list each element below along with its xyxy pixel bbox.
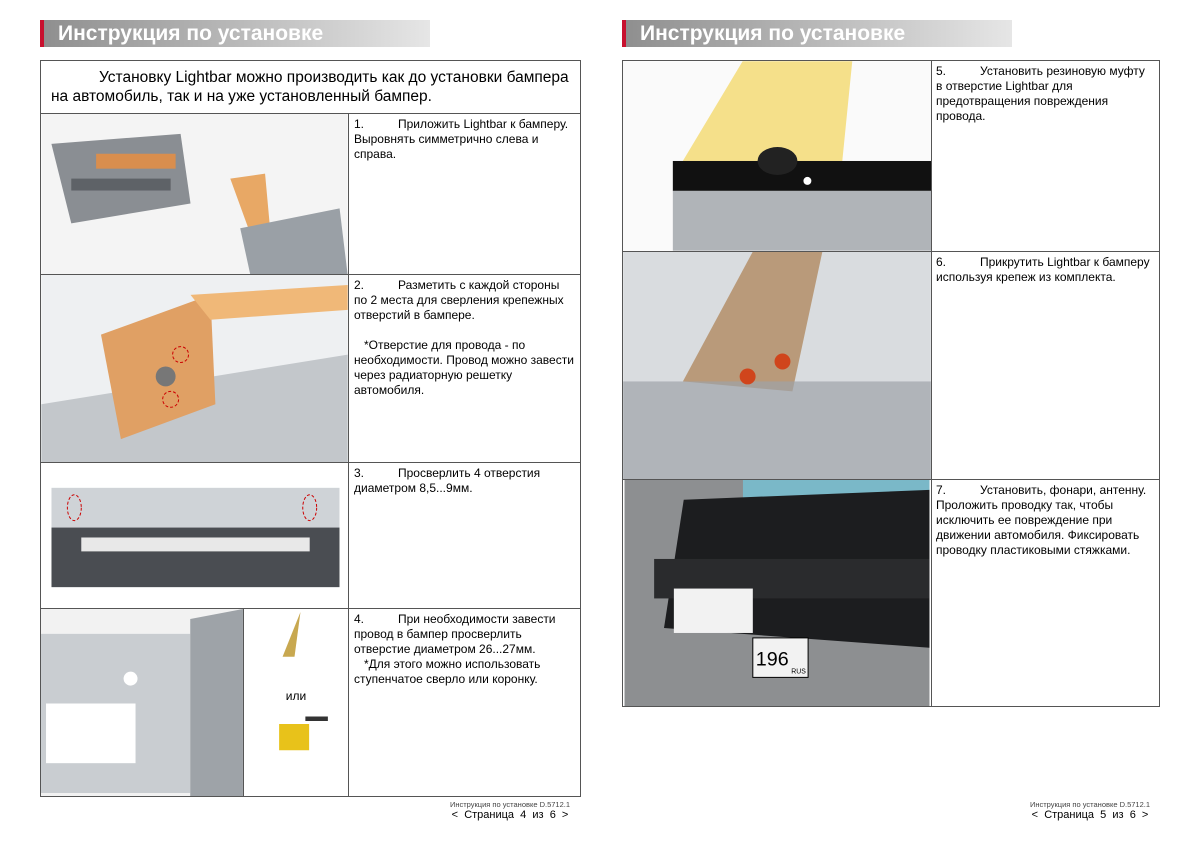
step-text: При необходимости завести провод в бампе…	[354, 612, 556, 656]
page-4-footer: Инструкция по установке D.5712.1 < Стран…	[440, 800, 580, 821]
document-code: Инструкция по установке D.5712.1	[1029, 800, 1151, 809]
rubber-grommet-image	[623, 61, 932, 251]
step-text: Просверлить 4 отверстия диаметром 8,5...…	[354, 466, 541, 495]
or-label: или	[285, 689, 307, 703]
step-note: *Отверстие для провода - по необходимост…	[354, 338, 574, 397]
step-row: 1.Приложить Lightbar к бамперу. Выровнят…	[41, 113, 580, 274]
step-text: Установить резиновую муфту в отверстие L…	[936, 64, 1145, 123]
step-row: или 4.При необходимости завести провод в…	[41, 608, 580, 796]
drilling-holes-image	[41, 463, 349, 608]
bolting-lightbar-image	[623, 252, 932, 479]
intro-text: Установку Lightbar можно производить как…	[51, 69, 569, 105]
step-number: 2.	[354, 278, 365, 292]
bumper-lightbar-image	[41, 114, 349, 274]
document-code: Инструкция по установке D.5712.1	[449, 800, 571, 809]
step-text: Установить, фонари, антенну. Проложить п…	[936, 483, 1147, 557]
step-row: 3.Просверлить 4 отверстия диаметром 8,5.…	[41, 462, 580, 608]
wire-hole-image	[41, 609, 244, 796]
page-5-footer: Инструкция по установке D.5712.1 < Стран…	[1020, 800, 1160, 821]
step-row: 6.Прикрутить Lightbar к бамперу использу…	[623, 251, 1159, 479]
drill-tools-image: или	[244, 609, 349, 796]
license-plate-region: RUS	[791, 668, 806, 675]
page-number: < Страница 4 из 6 >	[451, 809, 569, 821]
step-number: 4.	[354, 612, 365, 626]
page-5-instruction-table: 5.Установить резиновую муфту в отверстие…	[622, 60, 1160, 707]
step-row: 5.Установить резиновую муфту в отверстие…	[623, 61, 1159, 251]
step-note: *Для этого можно использовать ступенчато…	[354, 657, 541, 686]
page-5-header: Инструкция по установке	[622, 20, 1012, 47]
step-text: Приложить Lightbar к бамперу. Выровнять …	[354, 117, 569, 161]
step-text: Прикрутить Lightbar к бамперу используя …	[936, 255, 1150, 284]
page-4-header: Инструкция по установке	[40, 20, 430, 47]
page-number: < Страница 5 из 6 >	[1031, 809, 1149, 821]
step-number: 7.	[936, 483, 947, 497]
step-text: Разметить с каждой стороны по 2 места дл…	[354, 278, 564, 322]
step-number: 3.	[354, 466, 365, 480]
marking-holes-image	[41, 275, 349, 462]
page-4-instruction-table: Установку Lightbar можно производить как…	[40, 60, 581, 797]
step-row: 2.Разметить с каждой стороны по 2 места …	[41, 274, 580, 462]
step-number: 6.	[936, 255, 947, 269]
step-number: 1.	[354, 117, 365, 131]
license-plate-number: 196	[756, 649, 789, 671]
step-number: 5.	[936, 64, 947, 78]
